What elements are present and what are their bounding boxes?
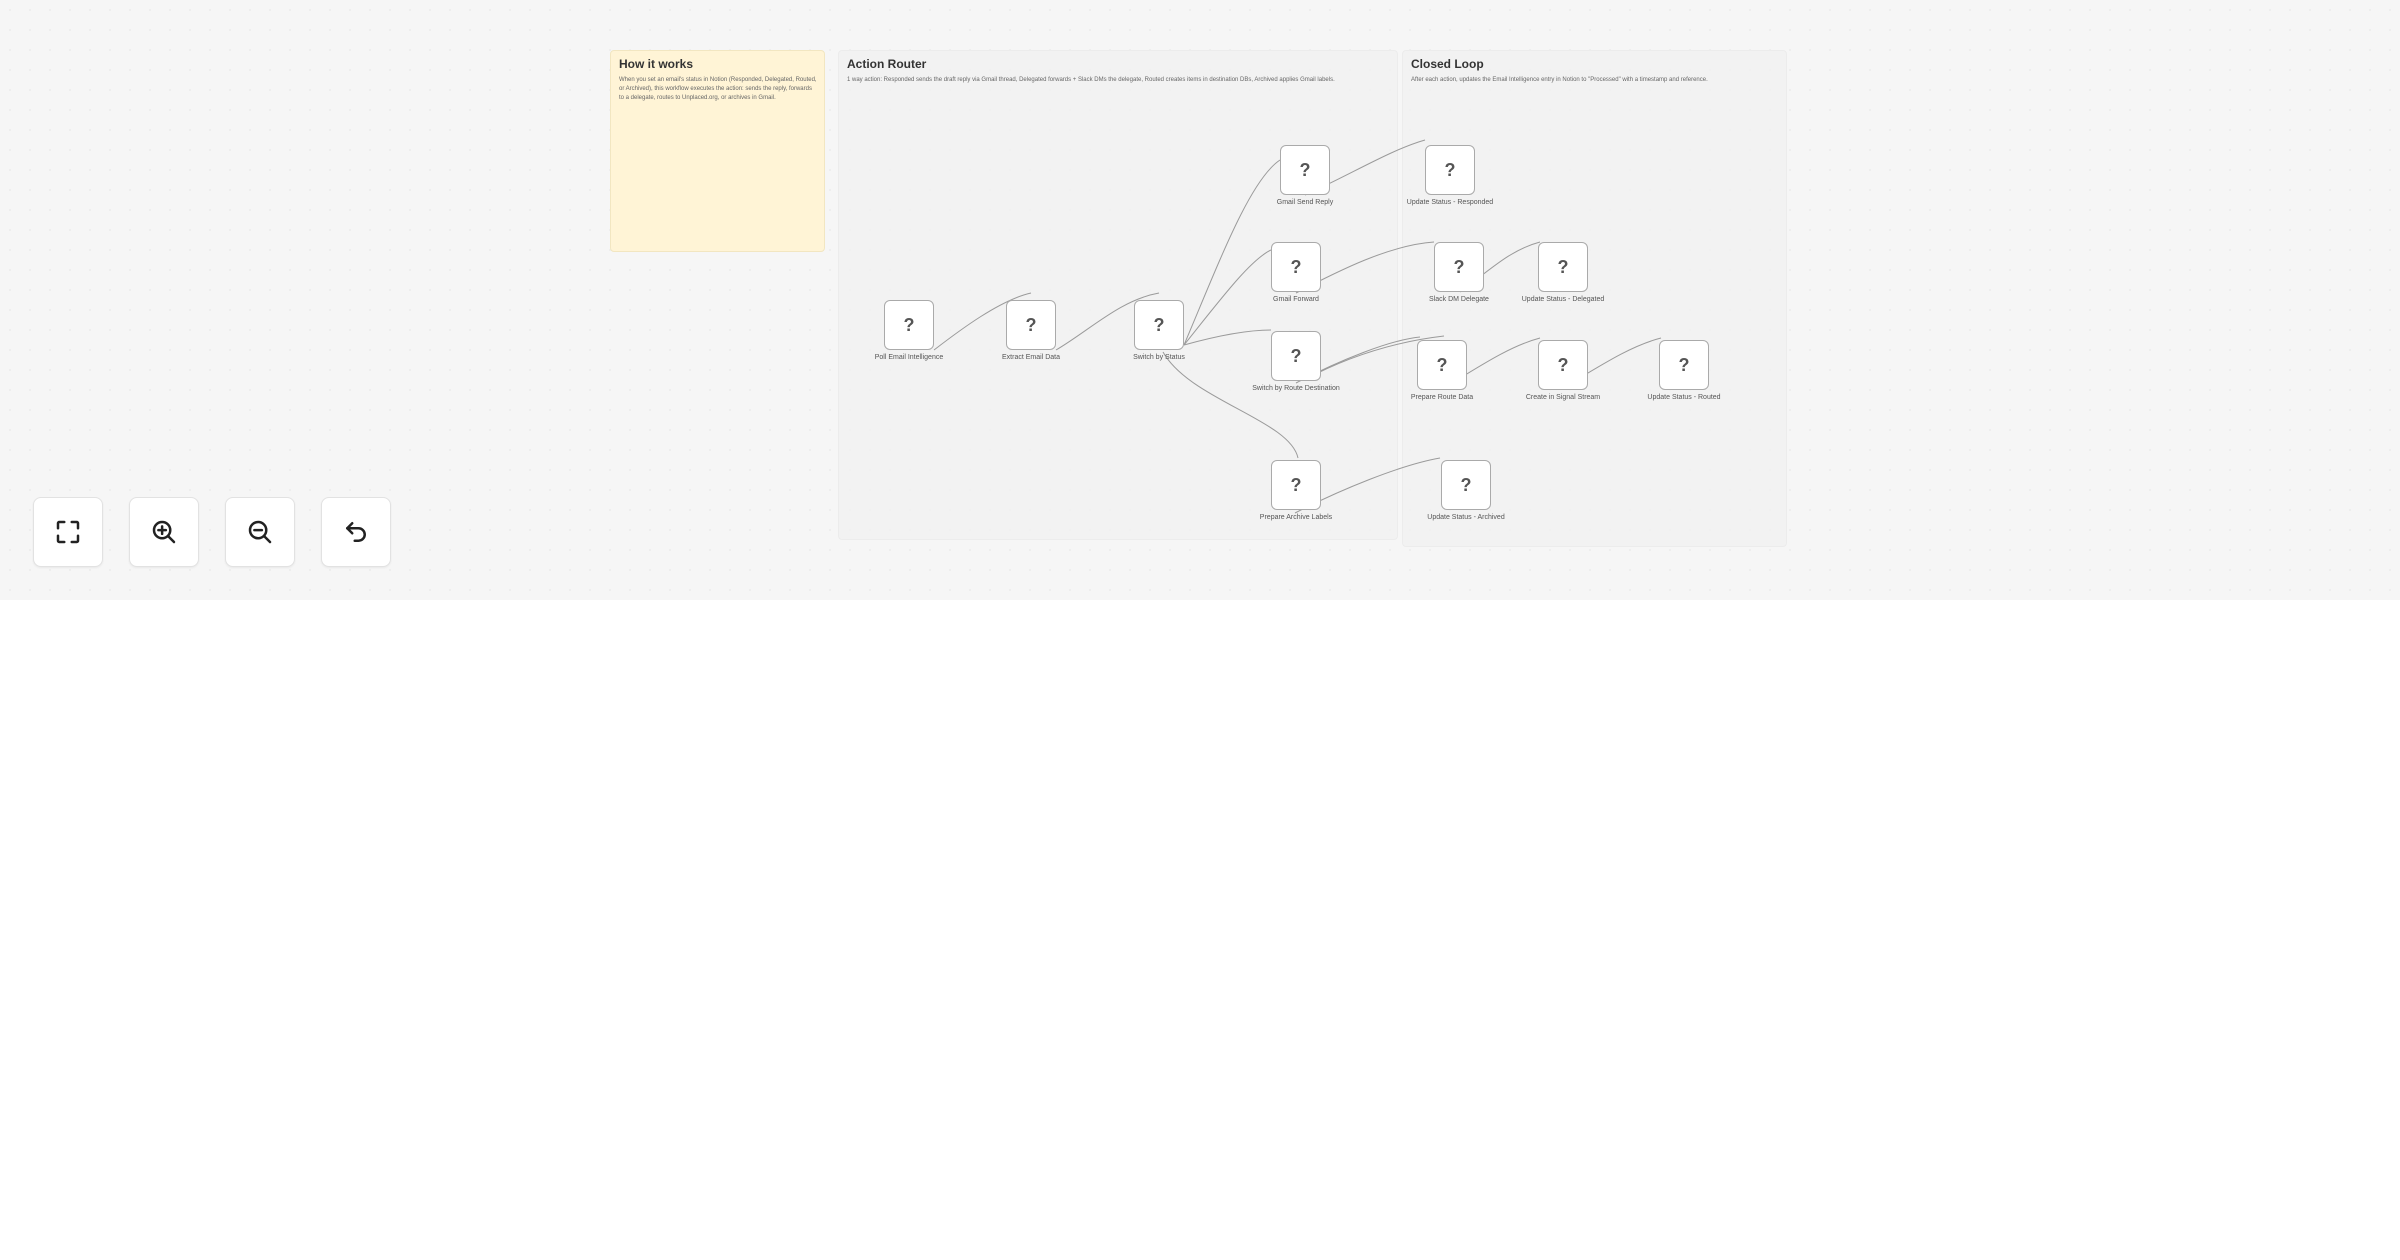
sticky-title: Closed Loop xyxy=(1411,57,1484,71)
node-box[interactable]: ? xyxy=(1134,300,1184,350)
unknown-node-icon: ? xyxy=(1453,256,1465,277)
node-box[interactable]: ? xyxy=(1271,331,1321,381)
unknown-node-icon: ? xyxy=(1299,159,1311,180)
node-box[interactable]: ? xyxy=(884,300,934,350)
unknown-node-icon: ? xyxy=(1153,314,1165,335)
undo-icon xyxy=(346,522,366,542)
unknown-node-icon: ? xyxy=(903,314,915,335)
node-box[interactable]: ? xyxy=(1434,242,1484,292)
node-label: Switch by Route Destination xyxy=(1252,385,1340,392)
node-label: Update Status - Routed xyxy=(1647,394,1721,401)
node-box[interactable]: ? xyxy=(1659,340,1709,390)
node-box[interactable]: ? xyxy=(1538,242,1588,292)
node-label: Update Status - Archived xyxy=(1427,514,1505,521)
sticky-body: When you set an email's status in Notion… xyxy=(619,77,817,101)
node-label: Update Status - Delegated xyxy=(1521,296,1605,303)
node-box[interactable]: ? xyxy=(1280,145,1330,195)
connection xyxy=(1055,292,1160,351)
sticky-how-it-works[interactable]: How it works When you set an email's sta… xyxy=(610,50,825,252)
zoom-out-button[interactable] xyxy=(225,497,295,567)
sticky-body: After each action, updates the Email Int… xyxy=(1411,77,1708,83)
unknown-node-icon: ? xyxy=(1290,345,1302,366)
unknown-node-icon: ? xyxy=(1025,314,1037,335)
node-label: Prepare Archive Labels xyxy=(1259,514,1333,521)
node-label: Gmail Forward xyxy=(1273,296,1319,303)
connection xyxy=(933,292,1032,351)
undo-button[interactable] xyxy=(321,497,391,567)
node-box[interactable]: ? xyxy=(1538,340,1588,390)
node-box[interactable]: ? xyxy=(1271,460,1321,510)
node-box[interactable]: ? xyxy=(1417,340,1467,390)
node-label: Slack DM Delegate xyxy=(1429,296,1489,303)
unknown-node-icon: ? xyxy=(1557,354,1569,375)
node-label: Create in Signal Stream xyxy=(1525,394,1601,401)
connection xyxy=(1183,249,1272,346)
node-label: Prepare Route Data xyxy=(1410,394,1474,401)
workflow-canvas[interactable]: How it works When you set an email's sta… xyxy=(0,0,2400,600)
connection xyxy=(1183,159,1281,346)
node-box[interactable]: ? xyxy=(1425,145,1475,195)
unknown-node-icon: ? xyxy=(1557,256,1569,277)
unknown-node-icon: ? xyxy=(1290,474,1302,495)
node-label: Update Status - Responded xyxy=(1406,199,1494,206)
zoom-in-icon xyxy=(152,520,176,544)
fit-view-icon xyxy=(56,520,80,544)
zoom-in-button[interactable] xyxy=(129,497,199,567)
node-box[interactable]: ? xyxy=(1441,460,1491,510)
sticky-title: How it works xyxy=(619,57,694,71)
unknown-node-icon: ? xyxy=(1444,159,1456,180)
node-box[interactable]: ? xyxy=(1006,300,1056,350)
connection xyxy=(1162,351,1299,459)
unknown-node-icon: ? xyxy=(1436,354,1448,375)
node-label: Gmail Send Reply xyxy=(1276,199,1334,206)
sticky-body: 1 way action: Responded sends the draft … xyxy=(847,77,1335,83)
fit-view-button[interactable] xyxy=(33,497,103,567)
node-box[interactable]: ? xyxy=(1271,242,1321,292)
node-label: Switch by Status xyxy=(1133,354,1185,361)
unknown-node-icon: ? xyxy=(1678,354,1690,375)
sticky-title: Action Router xyxy=(847,57,927,71)
node-label: Poll Email Intelligence xyxy=(874,354,944,361)
connection xyxy=(1183,329,1272,346)
node-label: Extract Email Data xyxy=(1002,354,1060,361)
zoom-out-icon xyxy=(248,520,272,544)
canvas-stage: How it works When you set an email's sta… xyxy=(0,0,2400,600)
unknown-node-icon: ? xyxy=(1460,474,1472,495)
unknown-node-icon: ? xyxy=(1290,256,1302,277)
sticky-action-router[interactable]: Action Router 1 way action: Responded se… xyxy=(838,50,1398,540)
